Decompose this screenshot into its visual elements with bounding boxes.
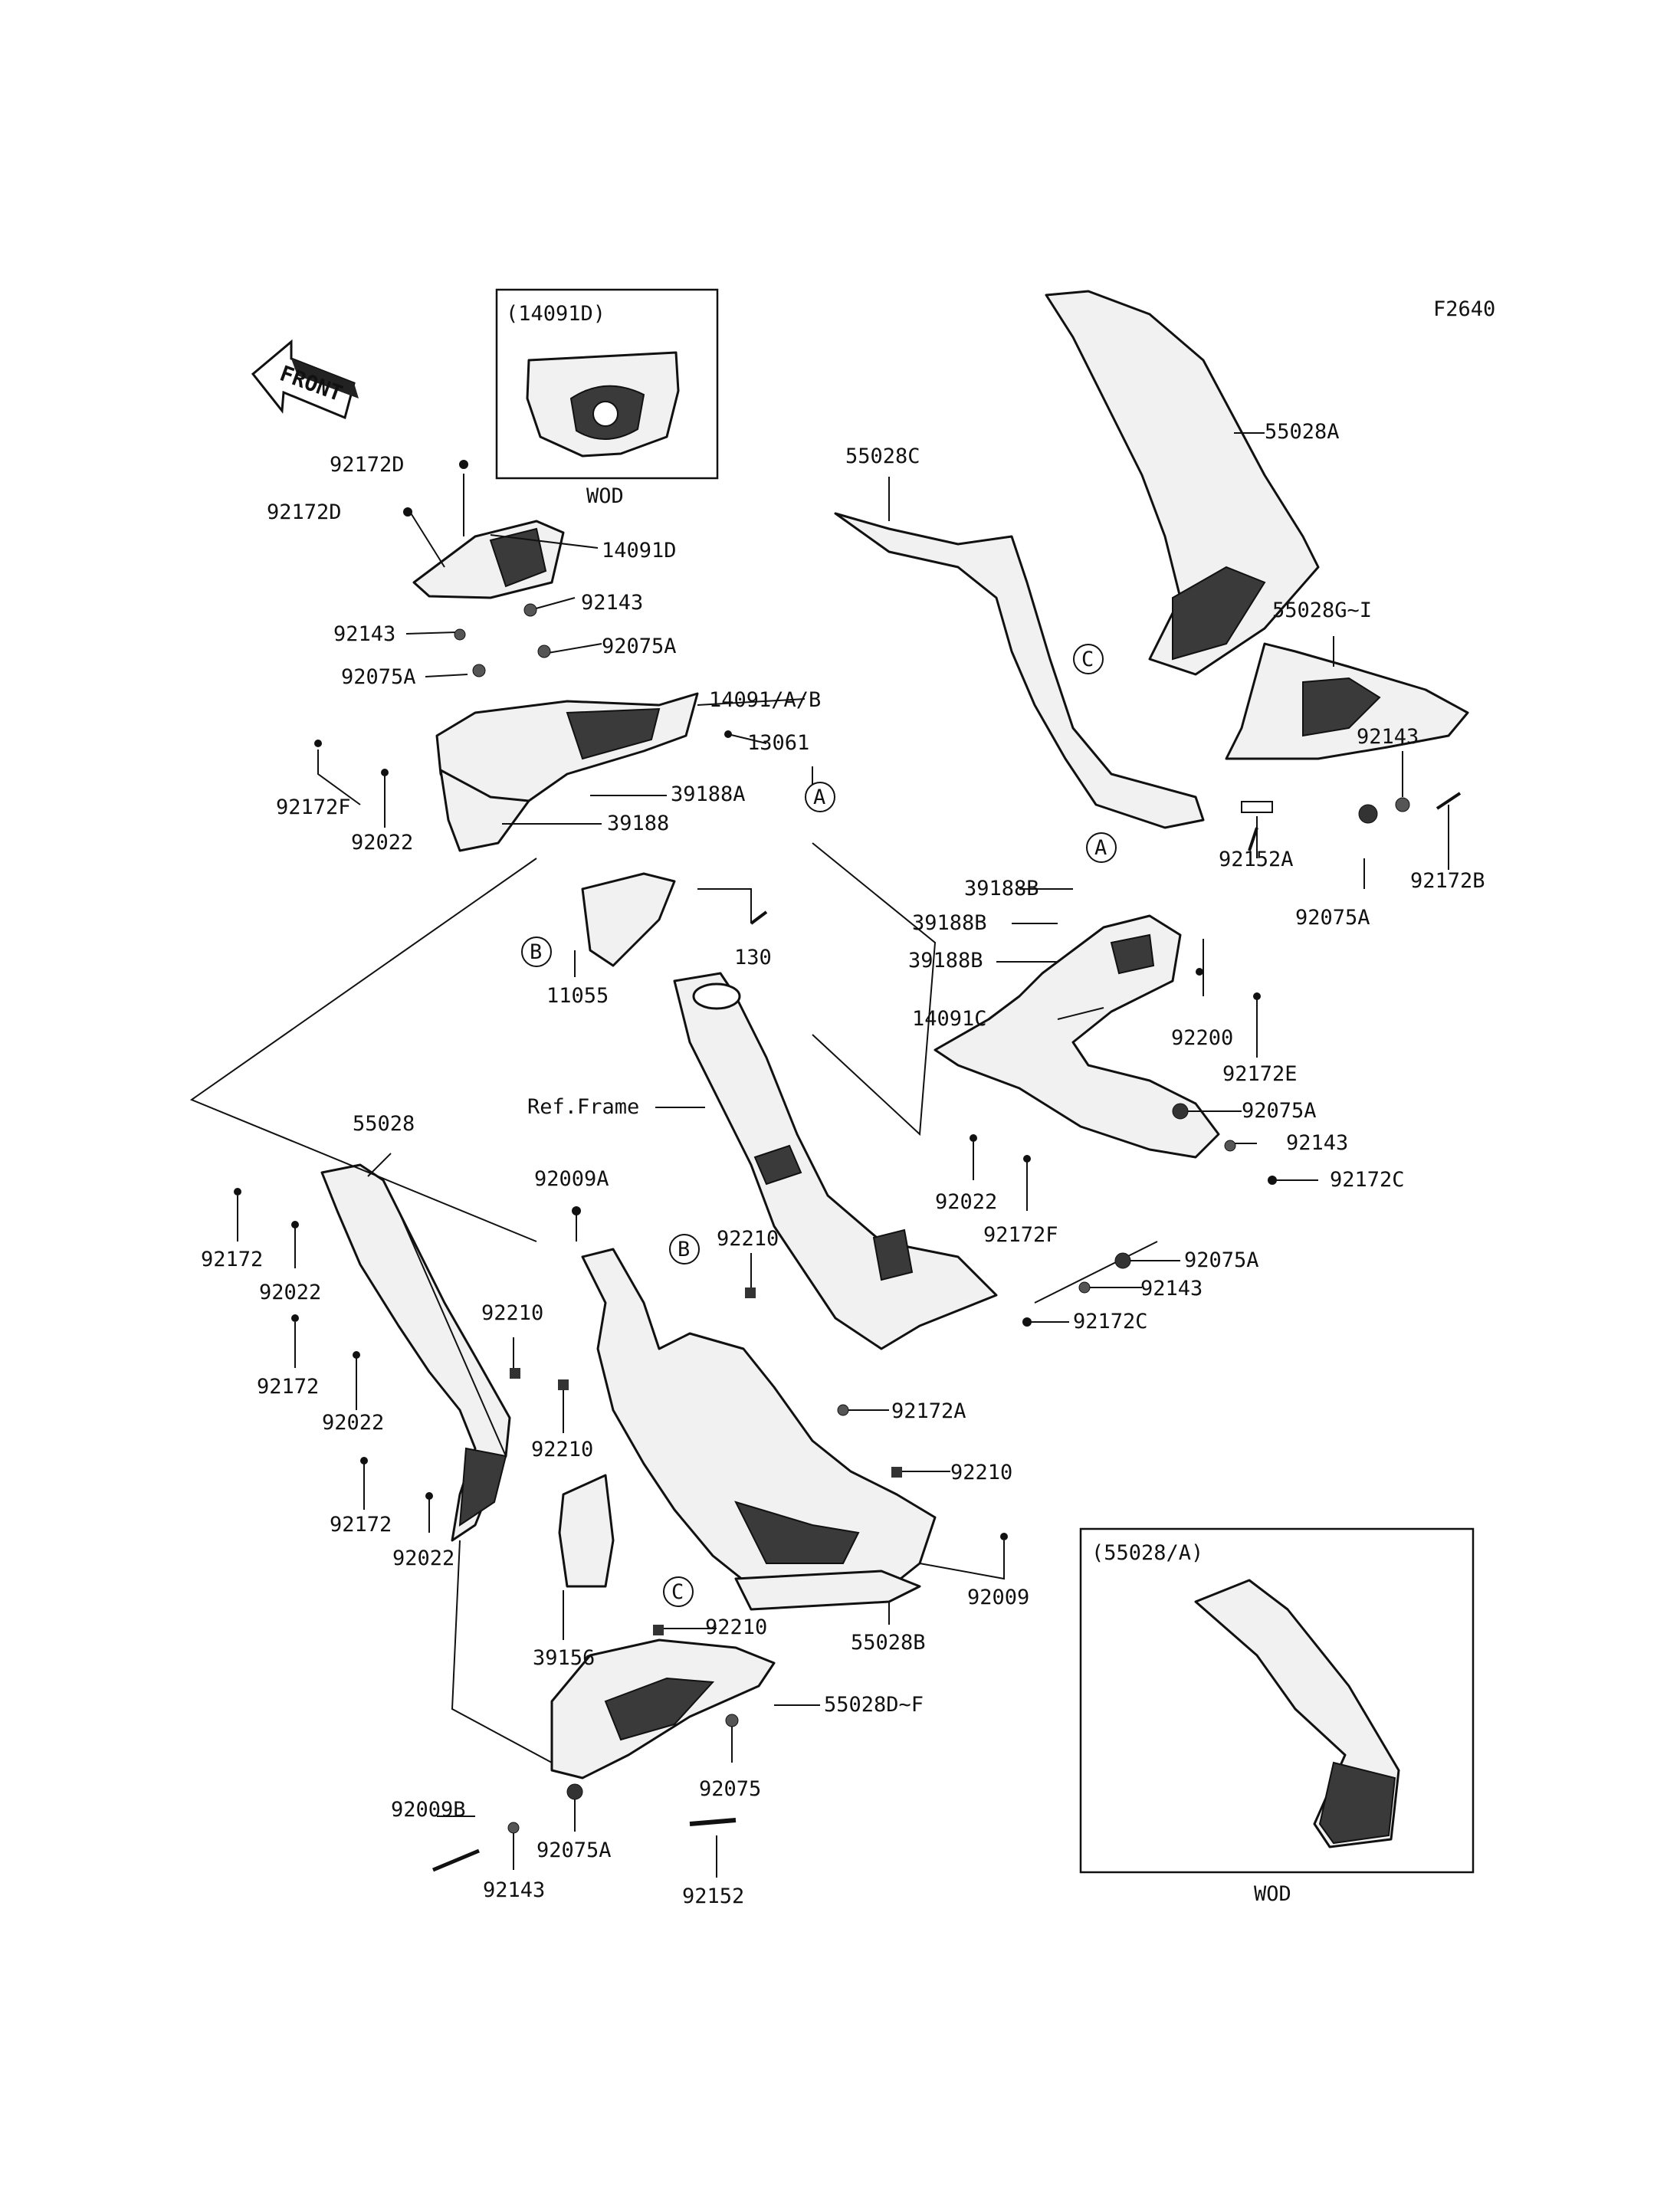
part-label: 14091C <box>912 1007 987 1031</box>
part-label: 55028C <box>845 444 920 468</box>
bracket-11055 <box>581 872 676 967</box>
inset-top-caption: (14091D) <box>506 302 605 326</box>
part-label: 39188B <box>912 911 987 935</box>
part-label: 92152 <box>682 1884 744 1908</box>
reference-circle-a: A <box>813 786 825 809</box>
part-label: 14091/A/B <box>709 688 821 712</box>
part-label: 55028D~F <box>824 1693 924 1717</box>
part-label: 92172C <box>1330 1168 1405 1192</box>
reference-circle-c2: C <box>671 1580 684 1604</box>
part-label: 92172 <box>330 1513 392 1537</box>
part-label: 92022 <box>351 831 413 854</box>
part-label: 92022 <box>322 1411 384 1435</box>
part-label: 92022 <box>259 1281 321 1304</box>
part-label: 130 <box>734 946 772 969</box>
part-label: 92143 <box>1286 1131 1348 1155</box>
part-label: 92075A <box>1295 906 1370 930</box>
inset-55028a: (55028/A) WOD <box>1079 1527 1475 1906</box>
part-label: 92172D <box>330 453 405 477</box>
part-label: 92009 <box>967 1586 1029 1609</box>
part-label: 92143 <box>483 1878 545 1902</box>
part-label: 92210 <box>717 1227 779 1251</box>
part-label: 39156 <box>533 1646 595 1670</box>
part-label: 92075A <box>602 635 677 658</box>
piece-55028b <box>734 1570 921 1611</box>
part-label: 92172B <box>1410 869 1485 893</box>
part-label: 92143 <box>581 591 643 615</box>
part-label: 92210 <box>481 1301 543 1325</box>
part-label: 39188B <box>964 877 1039 900</box>
part-label: 55028 <box>353 1112 415 1136</box>
fasteners <box>234 460 1462 1872</box>
part-label: 92172C <box>1073 1310 1148 1333</box>
part-label: 92075A <box>341 665 416 689</box>
inset-14091d: (14091D) WOD <box>495 288 719 508</box>
part-label: 92172A <box>891 1399 966 1423</box>
part-labels: 92172D 92172D 14091D 92143 92143 92075 A … <box>201 420 1485 1908</box>
part-label: 92200 <box>1171 1026 1233 1050</box>
part-label: 55028G~I <box>1272 599 1372 622</box>
part-label: 55028A <box>1265 420 1340 444</box>
inset-bottom-caption: (55028/A) <box>1091 1541 1203 1565</box>
part-label: Ref.Frame <box>527 1095 639 1119</box>
inner-panel-55028c <box>834 512 1205 829</box>
part-label: 39188 <box>607 812 669 835</box>
part-label: 92022 <box>392 1547 454 1570</box>
part-label: 92075A <box>1242 1099 1317 1123</box>
part-label: 92143 <box>1140 1277 1203 1301</box>
reference-circle-b2: B <box>678 1238 690 1261</box>
front-arrow-icon: FRONT <box>251 339 359 420</box>
part-label: 92172 <box>201 1248 263 1271</box>
part-label: 92172D <box>267 500 342 524</box>
part-label: 11055 <box>546 984 609 1008</box>
part-label: 92009A <box>534 1167 609 1191</box>
part-label: 92143 <box>1357 725 1419 749</box>
part-label: 92009B <box>391 1798 466 1822</box>
part-label: 92210 <box>531 1438 593 1461</box>
part-label: 92143 <box>333 622 395 646</box>
part-label: 92152A <box>1219 848 1294 871</box>
reference-circle-c: C <box>1081 648 1094 671</box>
part-label: 92172E <box>1222 1062 1298 1086</box>
part-label: 92022 <box>935 1190 997 1214</box>
ref-frame <box>673 972 998 1350</box>
part-label: 92075 <box>699 1777 761 1801</box>
part-label: 39188B <box>908 949 983 973</box>
figure-code: F2640 <box>1433 297 1495 321</box>
part-label: 92210 <box>950 1461 1012 1484</box>
part-label: 55028B <box>851 1631 926 1655</box>
part-label: 92210 <box>705 1615 767 1639</box>
part-label: 92075A <box>1184 1248 1259 1272</box>
left-fairing-55028 <box>320 1163 511 1542</box>
reference-circles: A B C A B C <box>521 644 1117 1607</box>
part-label: 92172F <box>276 795 351 819</box>
part-label: 92075A <box>536 1839 612 1862</box>
plate-39156 <box>558 1474 615 1588</box>
part-label: 13061 <box>747 731 809 755</box>
leader-lines <box>189 432 1449 1878</box>
part-label: 92172F <box>983 1223 1058 1247</box>
part-label: 39188A <box>671 782 746 806</box>
reference-circle-a2: A <box>1094 836 1107 860</box>
part-label: 14091D <box>602 539 677 563</box>
center-cowl <box>581 1248 937 1603</box>
inset-top-footer: WOD <box>586 484 624 508</box>
reference-circle-b: B <box>530 940 542 964</box>
inset-bottom-footer: WOD <box>1254 1882 1291 1906</box>
inner-cover-14091c <box>934 914 1220 1159</box>
part-label: 92172 <box>257 1375 319 1399</box>
